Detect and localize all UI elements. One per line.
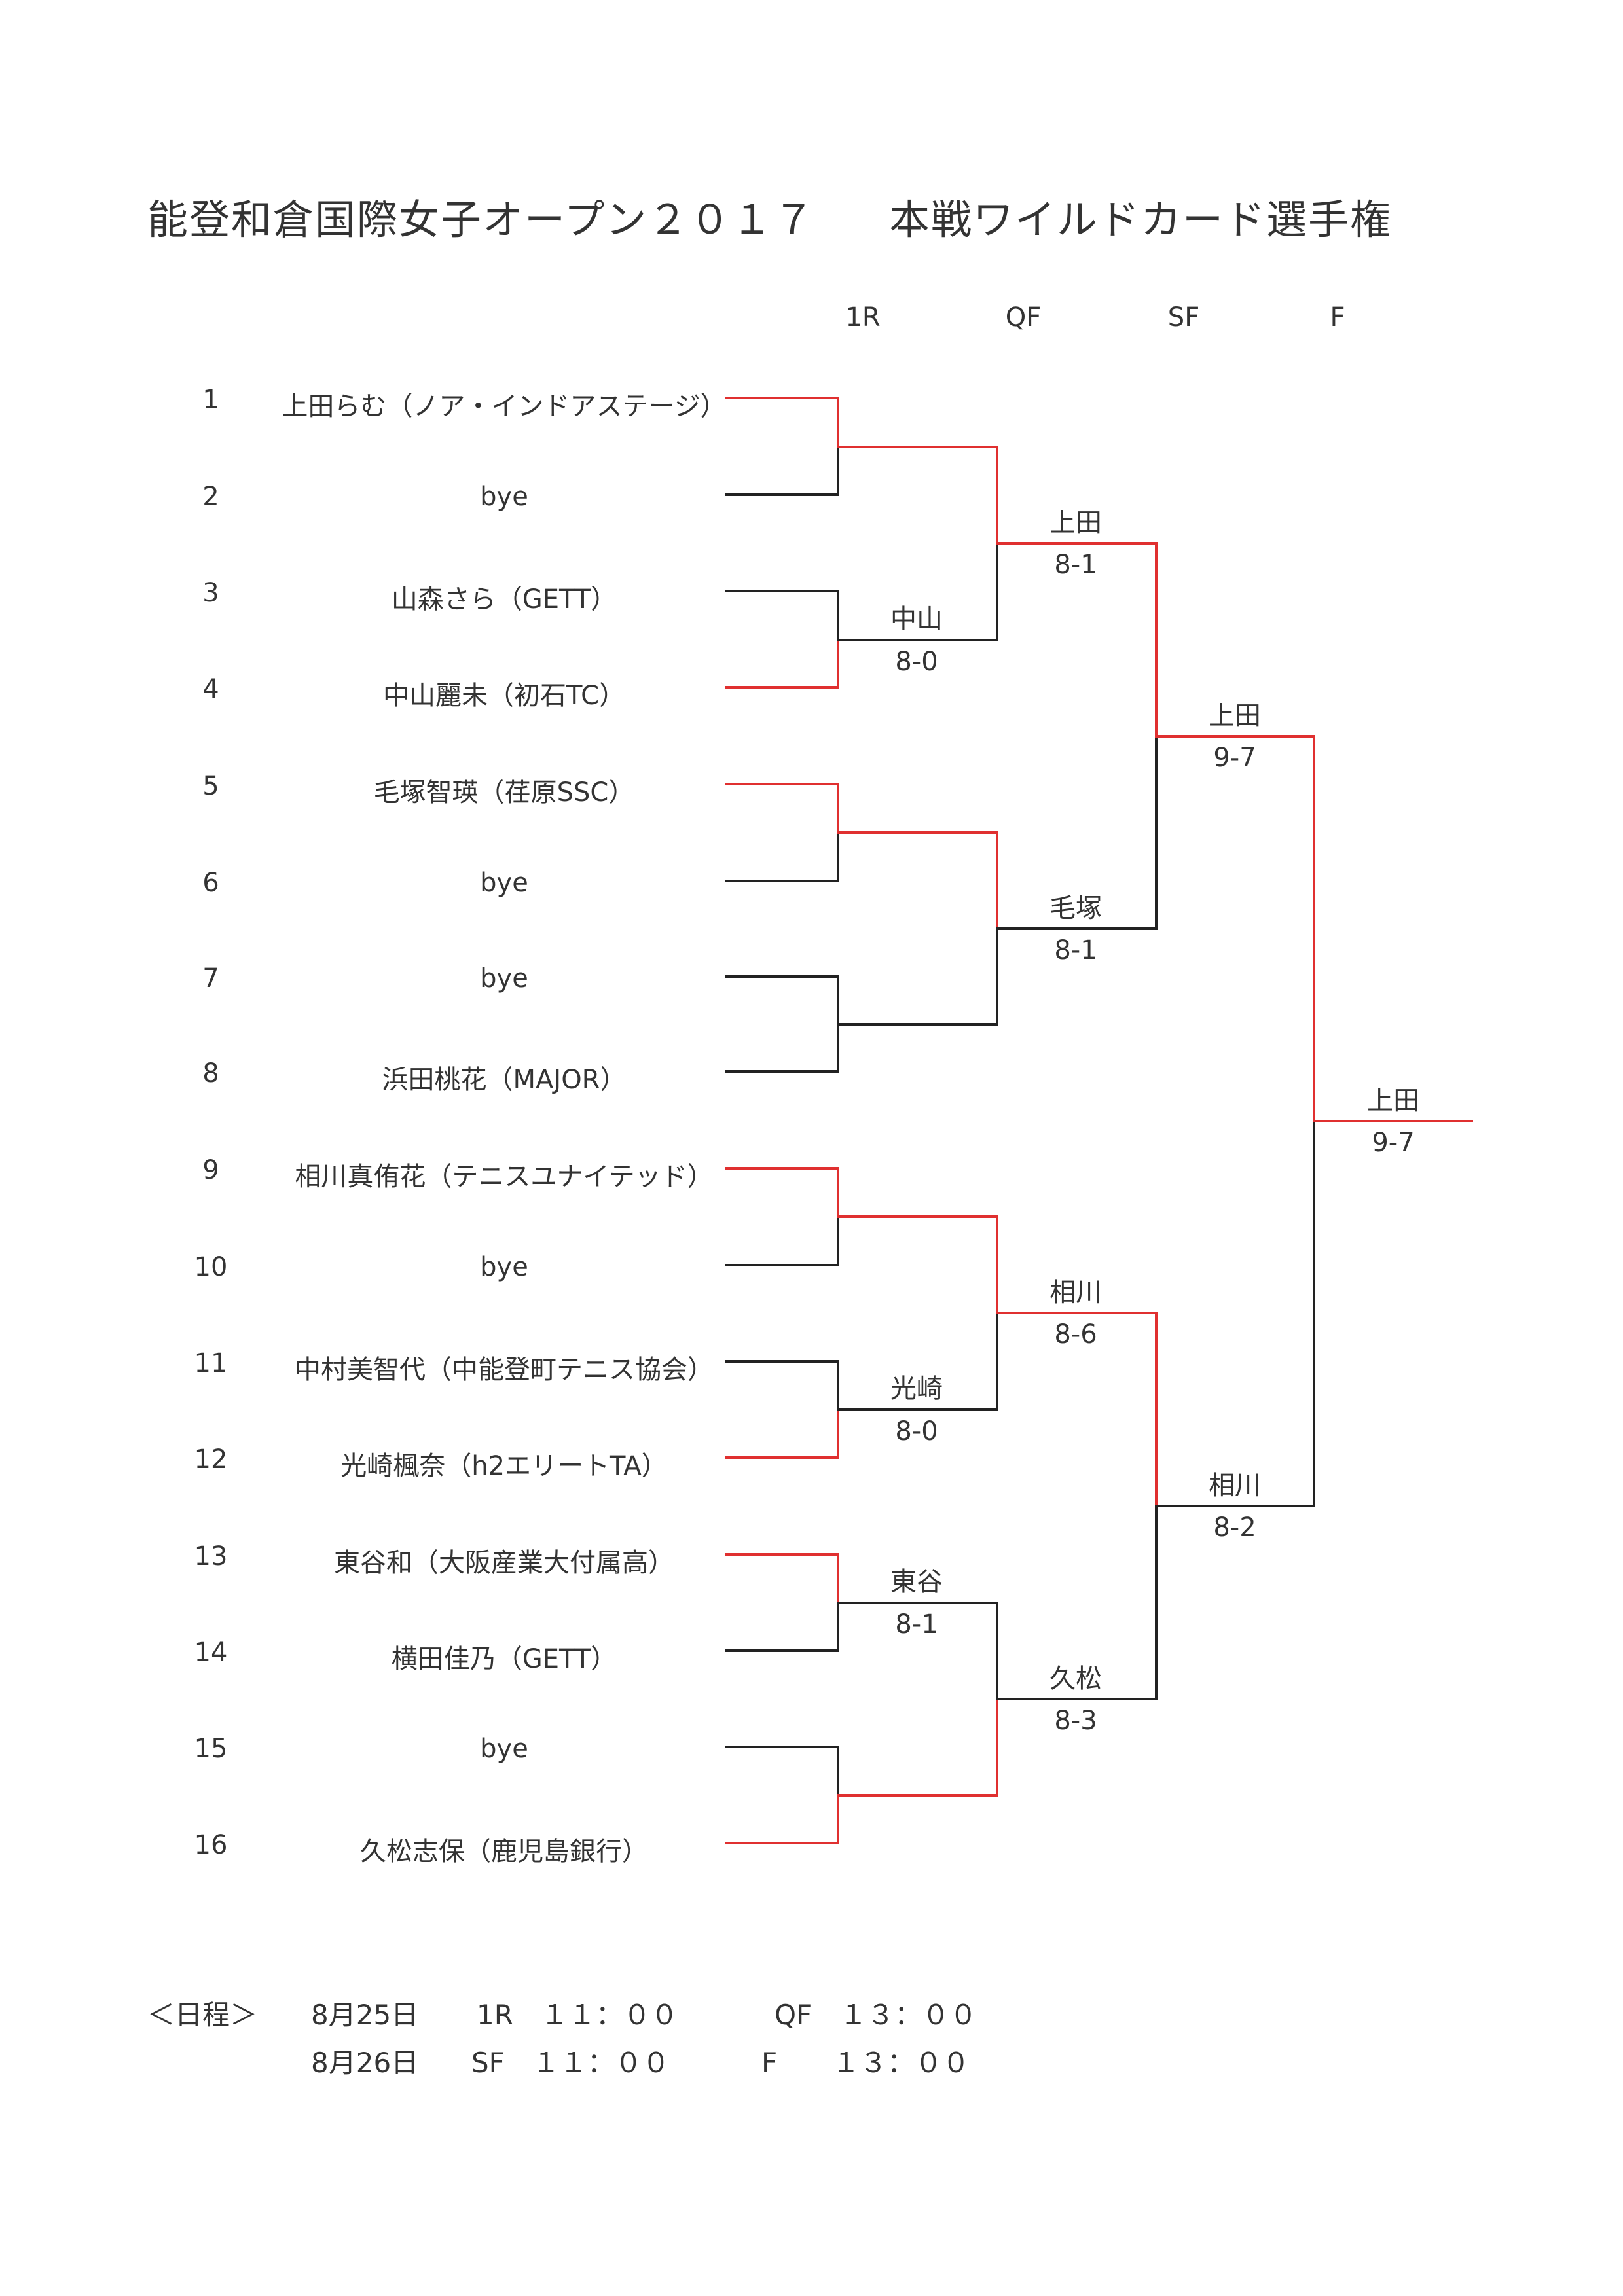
- draw-title: 本戦ワイルドカード選手権: [889, 196, 1393, 243]
- match-score: 8-6: [1054, 1319, 1097, 1350]
- bracket-line: [996, 735, 1158, 930]
- schedule-time: QF １３：００: [775, 1999, 977, 2031]
- seed-number: 13: [194, 1541, 228, 1571]
- bracket-line: [725, 831, 839, 882]
- match-score: 8-0: [895, 1416, 938, 1446]
- seed-number: 1: [202, 385, 219, 415]
- bracket-line: [1155, 735, 1315, 1122]
- match-winner: 上田: [1049, 508, 1102, 538]
- bracket-line: [725, 1794, 839, 1844]
- schedule-time: SF １１：００: [471, 2047, 670, 2079]
- player-name: 光崎楓奈（h2エリートTA）: [340, 1451, 668, 1481]
- round-header-1r: 1R: [845, 302, 881, 332]
- bracket-line: [837, 1312, 998, 1411]
- bracket-line: [725, 1746, 839, 1797]
- player-name: 相川真侑花（テニスユナイテッド）: [295, 1162, 714, 1192]
- bracket-line: [725, 446, 839, 496]
- bracket-line: [725, 1215, 839, 1266]
- player-name: 横田佳乃（GETT）: [391, 1644, 617, 1674]
- schedule-label: ＜日程＞: [147, 1999, 258, 2031]
- player-name: 浜田桃花（MAJOR）: [382, 1065, 627, 1095]
- seed-number: 14: [194, 1638, 228, 1668]
- schedule-date: 8月25日: [311, 1999, 419, 2031]
- bracket-line: [725, 397, 839, 448]
- round-header-qf: QF: [1005, 302, 1042, 332]
- schedule-time: F １３：００: [761, 2047, 970, 2079]
- seed-number: 16: [194, 1830, 228, 1860]
- seed-number: 2: [202, 482, 219, 512]
- seed-number: 9: [202, 1155, 219, 1185]
- player-name: bye: [480, 868, 528, 898]
- bracket-line: [996, 1312, 1158, 1507]
- seed-number: 7: [202, 963, 219, 994]
- player-name: 中山麗未（初石TC）: [382, 681, 626, 711]
- seed-number: 5: [202, 771, 219, 801]
- seed-number: 8: [202, 1058, 219, 1088]
- schedule-time: 1R １１：００: [477, 1999, 678, 2031]
- round-header-sf: SF: [1167, 302, 1200, 332]
- player-name: 毛塚智瑛（荏原SSC）: [373, 778, 635, 808]
- bracket-line: [725, 1553, 839, 1604]
- player-name: bye: [480, 963, 528, 994]
- player-name: 中村美智代（中能登町テニス協会）: [295, 1355, 714, 1385]
- bracket-line: [837, 831, 998, 930]
- bracket-line: [996, 542, 1158, 738]
- bracket-line: [996, 1505, 1158, 1700]
- schedule-date: 8月26日: [311, 2047, 419, 2079]
- final-score: 9-7: [1372, 1128, 1415, 1158]
- bracket-line: [725, 590, 839, 641]
- bracket-line: [725, 639, 839, 689]
- player-name: bye: [480, 482, 528, 512]
- seed-number: 12: [194, 1444, 228, 1475]
- bracket-line: [725, 1408, 839, 1459]
- bracket-line: [837, 542, 998, 641]
- player-name: 山森さら（GETT）: [391, 584, 617, 615]
- player-name: bye: [480, 1734, 528, 1764]
- player-name: 東谷和（大阪産業大付属高）: [334, 1548, 674, 1578]
- bracket-line: [725, 1602, 839, 1652]
- round-header-f: F: [1330, 302, 1345, 332]
- match-score: 8-1: [1054, 550, 1097, 580]
- champion-name: 上田: [1367, 1086, 1419, 1116]
- match-winner: 光崎: [890, 1374, 943, 1404]
- bracket-line: [725, 1023, 839, 1073]
- bracket-line: [837, 1602, 998, 1700]
- player-name: bye: [480, 1252, 528, 1282]
- match-score: 8-1: [895, 1609, 938, 1640]
- bracket-line: [725, 975, 839, 1026]
- player-name: 上田らむ（ノア・インドアステージ）: [282, 391, 727, 422]
- match-winner: 毛塚: [1049, 893, 1102, 924]
- seed-number: 3: [202, 578, 219, 608]
- match-score: 8-0: [895, 647, 938, 677]
- seed-number: 6: [202, 868, 219, 898]
- match-score: 9-7: [1213, 743, 1256, 773]
- bracket-line: [837, 446, 998, 545]
- bracket-line: [725, 783, 839, 834]
- seed-number: 10: [194, 1252, 228, 1282]
- match-score: 8-2: [1213, 1513, 1256, 1543]
- match-score: 8-3: [1054, 1706, 1097, 1736]
- bracket-line: [1155, 1120, 1315, 1507]
- player-name: 久松志保（鹿児島銀行）: [360, 1837, 648, 1867]
- match-winner: 久松: [1049, 1664, 1102, 1694]
- match-score: 8-1: [1054, 935, 1097, 965]
- event-title: 能登和倉国際女子オープン２０１７: [147, 196, 816, 243]
- match-winner: 中山: [890, 604, 943, 634]
- seed-number: 4: [202, 674, 219, 704]
- bracket-line: [837, 1698, 998, 1797]
- seed-number: 15: [194, 1734, 228, 1764]
- bracket-line: [725, 1167, 839, 1218]
- match-winner: 上田: [1209, 701, 1261, 731]
- match-winner: 東谷: [890, 1567, 943, 1597]
- seed-number: 11: [194, 1348, 228, 1378]
- bracket-line: [837, 927, 998, 1026]
- bracket-line: [837, 1215, 998, 1314]
- match-winner: 相川: [1209, 1471, 1261, 1501]
- match-winner: 相川: [1049, 1278, 1102, 1308]
- bracket-line: [725, 1360, 839, 1411]
